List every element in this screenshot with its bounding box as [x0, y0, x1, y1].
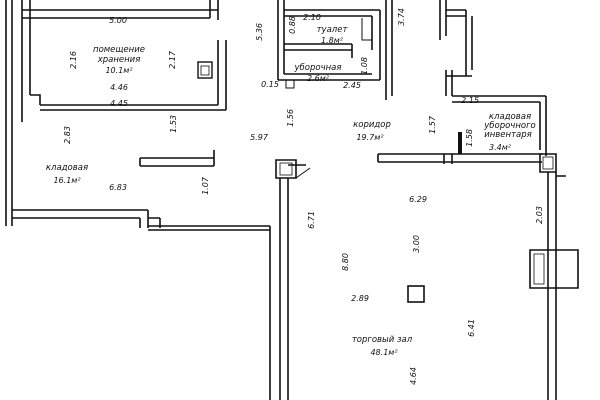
corridor-bottom-partition [377, 153, 542, 164]
dim-0-88: 0.88 [288, 16, 297, 34]
dim-2-16: 2.16 [69, 51, 78, 69]
right-window-niche [529, 249, 579, 289]
dim-1-56: 1.56 [286, 109, 295, 127]
dim-1-53: 1.53 [169, 115, 178, 133]
dim-2-03: 2.03 [535, 206, 544, 224]
toilet-area: 1.8м² [321, 36, 344, 45]
storage-pantry-wall [30, 40, 227, 111]
cleaning-name: уборочная [294, 63, 342, 73]
dim-2-45: 2.45 [343, 81, 361, 90]
center-column-hatch [279, 162, 293, 176]
walls [5, 0, 579, 400]
dim-1-08: 1.08 [360, 57, 369, 75]
cleaning-label: уборочная 2.6м² [294, 63, 342, 83]
corridor-label: коридор 19.7м² [353, 120, 391, 142]
sales-hall-area: 48.1м² [370, 348, 398, 357]
corridor-area: 19.7м² [356, 133, 384, 142]
storage-room-column-inner [200, 65, 210, 76]
dim-6-29: 6.29 [409, 195, 427, 204]
pantry-right-partition [139, 150, 215, 167]
dim-2-83: 2.83 [63, 126, 72, 144]
toilet-name: туалет [317, 25, 349, 35]
storage-room-walls [21, 0, 219, 122]
dim-6-41: 6.41 [467, 319, 476, 337]
dim-3-74: 3.74 [397, 8, 406, 26]
sloped-partition [295, 167, 311, 179]
dim-5-97: 5.97 [250, 133, 269, 142]
dim-6-83: 6.83 [109, 183, 127, 192]
right-column-hatch [542, 156, 554, 170]
pantry-bottom-wall [12, 209, 161, 228]
storage-room-name-line1: помещение [93, 45, 145, 55]
storage-room-column [197, 61, 213, 79]
right-upper-walls [385, 0, 473, 100]
sales-hall-name: торговый зал [352, 335, 413, 345]
dim-4-46: 4.46 [110, 83, 128, 92]
corridor-small-square [285, 79, 295, 89]
inventory-pantry-line3: инвентаря [484, 130, 532, 140]
toilet-label: туалет 1.8м² [317, 25, 349, 45]
lower-left-wall [148, 225, 271, 400]
dim-2-89: 2.89 [351, 294, 369, 303]
inventory-pantry-line1: кладовая [489, 112, 531, 122]
inventory-pantry-label: кладовая уборочного инвентаря 3.4м² [483, 112, 536, 152]
dim-3-00: 3.00 [412, 235, 421, 253]
sales-hall-left-wall [279, 164, 306, 400]
pantry-area: 16.1м² [53, 176, 81, 185]
dim-1-07: 1.07 [201, 176, 210, 195]
sales-hall-column [407, 285, 425, 303]
dim-4-45: 4.45 [110, 99, 128, 108]
inventory-pantry-area: 3.4м² [489, 143, 512, 152]
left-outer-wall [5, 0, 13, 226]
pantry-label: кладовая 16.1м² [46, 163, 88, 185]
pantry-name: кладовая [46, 163, 88, 173]
cleaning-area: 2.6м² [307, 74, 330, 83]
dim-0-15: 0.15 [261, 80, 279, 89]
dim-2-15: 2.15 [461, 96, 479, 105]
dim-2-10: 2.10 [303, 13, 321, 22]
storage-room-label: помещение хранения 10.1м² [93, 45, 145, 75]
window-niche-inner [533, 253, 545, 285]
sanitary-block-walls [277, 0, 381, 81]
storage-room-name-line2: хранения [97, 55, 141, 65]
dim-5-36: 5.36 [255, 23, 264, 41]
corridor-vertical-bar [458, 132, 462, 154]
dim-1-58: 1.58 [465, 129, 474, 147]
dimension-labels: 5.00 2.16 2.17 4.46 4.45 5.36 2.10 0.88 … [63, 8, 544, 385]
sales-hall-label: торговый зал 48.1м² [352, 335, 413, 357]
dim-8-80: 8.80 [341, 253, 350, 271]
sales-hall-right-wall [547, 172, 566, 400]
dim-6-71: 6.71 [307, 211, 316, 229]
storage-room-area: 10.1м² [105, 66, 133, 75]
inventory-pantry-line2: уборочного [483, 121, 536, 131]
toilet-fixture [361, 18, 372, 41]
dim-5-00: 5.00 [109, 16, 127, 25]
dim-4-64: 4.64 [409, 367, 418, 385]
dim-2-17: 2.17 [168, 50, 177, 69]
inventory-pantry-walls [445, 70, 547, 156]
dim-1-57: 1.57 [428, 115, 437, 134]
corridor-name: коридор [353, 120, 391, 130]
